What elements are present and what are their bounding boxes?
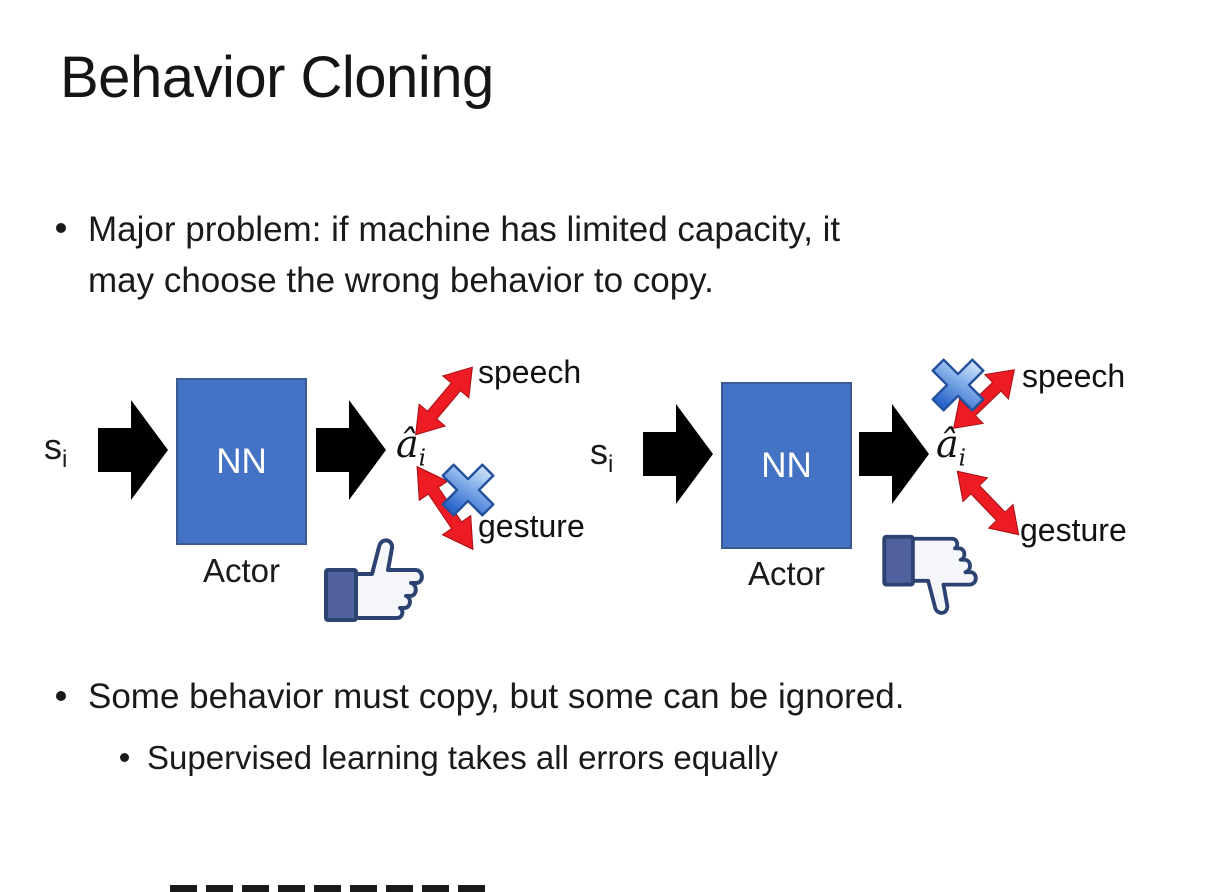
bullet-supervised-learning-text: Supervised learning takes all errors equ…	[147, 739, 778, 776]
cross-out-icon	[441, 463, 495, 517]
bullet-line-1: Major problem: if machine has limited ca…	[88, 210, 841, 249]
output-action-label: âi	[936, 422, 967, 472]
gesture-label: gesture	[1020, 512, 1127, 548]
double-arrow-gesture-icon	[956, 470, 1020, 536]
cross-out-icon	[931, 358, 985, 412]
black-arrow-icon	[316, 400, 386, 500]
bullet-line-2: may choose the wrong behavior to copy.	[88, 261, 714, 301]
input-state-label: si	[590, 431, 614, 479]
black-arrow-icon	[98, 400, 168, 500]
bullet-dot	[120, 753, 129, 762]
output-action-label: âi	[396, 422, 427, 472]
black-arrow-icon	[643, 404, 713, 504]
speech-label: speech	[1022, 358, 1126, 394]
cropped-bottom-bar	[170, 885, 492, 892]
black-arrow-icon	[859, 404, 929, 504]
nn-box-label: NN	[761, 445, 812, 485]
input-state-label: si	[44, 426, 68, 474]
bullet-some-behavior-text: Some behavior must copy, but some can be…	[88, 677, 905, 716]
bullet-some-behavior: Some behavior must copy, but some can be…	[56, 672, 1176, 721]
actor-label: Actor	[202, 552, 281, 589]
bullet-dot	[56, 223, 66, 233]
thumbs-down-icon	[880, 533, 984, 624]
speech-label: speech	[478, 354, 582, 390]
bullet-supervised-learning: Supervised learning takes all errors equ…	[120, 736, 1120, 781]
nn-box: NN	[721, 382, 852, 549]
page-title: Behavior Cloning	[60, 45, 494, 110]
double-arrow-speech-icon	[415, 366, 473, 436]
thumbs-up-icon	[320, 534, 432, 629]
bullet-dot	[56, 691, 66, 701]
bullet-major-problem: Major problem: if machine has limited ca…	[56, 204, 1136, 307]
nn-box-label: NN	[216, 441, 267, 481]
bullet-major-problem-text: Major problem: if machine has limited ca…	[88, 204, 840, 307]
gesture-label: gesture	[478, 508, 585, 544]
actor-label: Actor	[747, 555, 826, 592]
nn-box: NN	[176, 378, 307, 545]
